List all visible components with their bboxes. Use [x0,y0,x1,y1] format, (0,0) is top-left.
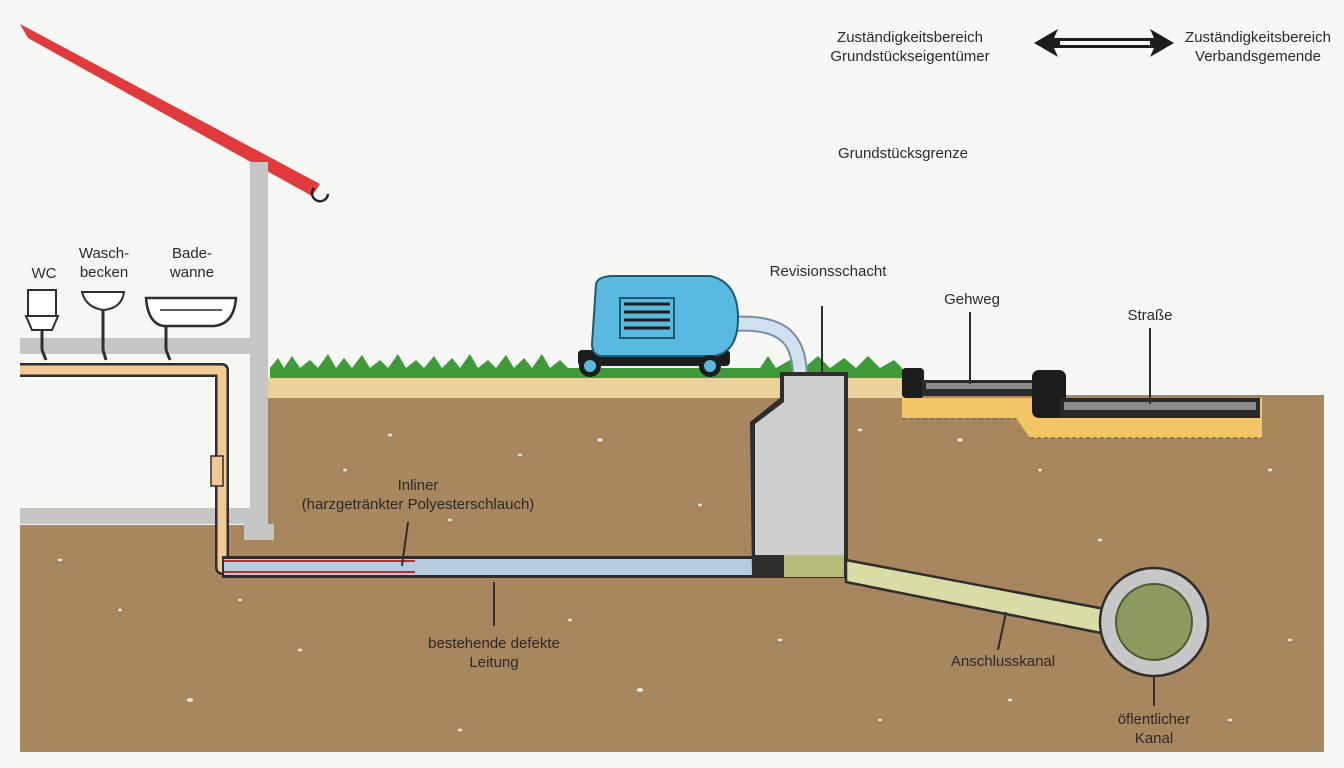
washbasin-line-1: Wasch- [78,245,130,262]
existing-pipe-line-2: Leitung [469,654,519,671]
topsoil-strip [268,378,908,398]
leader-lines [401,306,1155,706]
zone-municipal-label: Zuständigkeitsbereich Verbandsgemende [1170,28,1344,66]
basement-floor [20,508,268,524]
bathtub-line-1: Bade- [171,245,213,262]
wc-label: WC [31,265,57,282]
bathtub-line-2: wanne [169,264,215,281]
house-wall [250,162,268,540]
property-boundary-label: Grundstücksgrenze [837,145,969,162]
house-wall-foot [244,524,274,540]
zone-owner-line-1: Zuständigkeitsbereich [837,29,983,46]
roof [20,24,330,203]
bathtub-fixture [144,296,238,361]
zone-double-arrow [1034,29,1174,57]
zone-owner-line-2: Grundstückseigentümer [830,48,990,65]
street-label: Straße [1127,307,1173,324]
pipe-sleeve [210,455,224,487]
public-sewer-line-2: Kanal [1134,730,1174,747]
existing-pipe-label: bestehende defekte Leitung [404,634,584,672]
bathtub-label: Bade- wanne [152,244,232,282]
inliner-line-1: Inliner [397,477,439,494]
public-sewer-line-1: öflentlicher [1117,711,1191,728]
inliner-label: Inliner (harzgetränkter Polyesterschlauc… [280,476,556,514]
public-sewer-label: öflentlicher Kanal [1098,710,1210,748]
connection-channel-label: Anschlusskanal [950,653,1056,670]
house-basement [20,360,268,525]
soil-pebbles [56,427,1294,733]
washbasin-label: Wasch- becken [66,244,142,282]
zone-municipal-line-1: Zuständigkeitsbereich [1185,29,1331,46]
floor-slab [20,338,252,354]
inversion-machine [578,275,740,377]
wc-fixture [24,289,60,361]
sidewalk-and-street [902,368,1262,439]
inspection-shaft-label: Revisionsschacht [769,263,887,280]
inliner-line-2: (harzgetränkter Polyesterschlauch) [301,496,535,513]
zone-municipal-line-2: Verbandsgemende [1195,48,1321,65]
sidewalk-label: Gehweg [944,291,1000,308]
zone-owner-label: Zuständigkeitsbereich Grundstückseigentü… [820,28,1000,66]
existing-pipe-line-1: bestehende defekte [428,635,560,652]
grass [270,354,904,378]
inspection-shaft [750,372,848,578]
public-sewer-pipe [1098,566,1210,678]
washbasin-line-2: becken [79,264,129,281]
washbasin-fixture [80,291,126,361]
